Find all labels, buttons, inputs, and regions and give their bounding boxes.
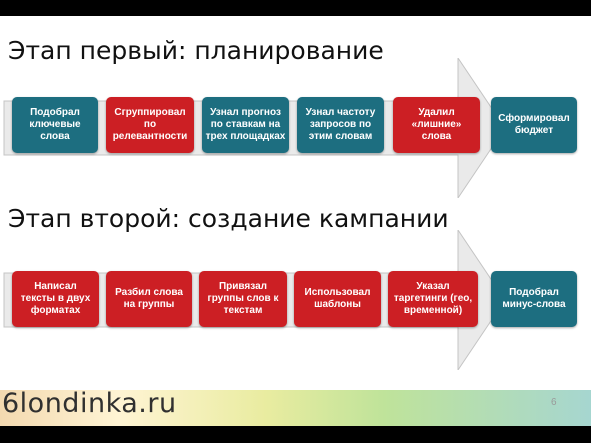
step-label-line: Привязал: [218, 281, 268, 292]
step-label-line: Сгруппировал: [114, 107, 186, 118]
stage1-step-5: Удалил«лишние»слова: [393, 97, 480, 153]
step-label-line: Сформировал: [498, 113, 570, 124]
footer-bar: 6londinka.ru 6: [0, 388, 591, 426]
stage1-title: Этап первый: планирование: [8, 36, 384, 65]
page-number: 6: [551, 397, 557, 408]
step-label-line: Подобрал: [30, 107, 80, 118]
step-label-line: слова: [40, 131, 70, 142]
step-label-line: Указал: [416, 281, 450, 292]
step-label-line: текстам: [223, 305, 263, 316]
step-label: Удалил«лишние»слова: [412, 107, 462, 143]
step-label-line: на группы: [123, 299, 175, 310]
step-label-line: слова: [421, 131, 452, 142]
step-label-line: Использовал: [304, 287, 371, 298]
step-label-line: бюджет: [514, 125, 554, 136]
step-label-line: Разбил слова: [115, 287, 183, 298]
site-logo: 6londinka.ru: [2, 388, 177, 419]
step-label-line: ключевые: [29, 119, 81, 130]
step-label-line: этим словам: [308, 131, 373, 142]
step-label-line: релевантности: [112, 131, 188, 142]
step-label-line: трех площадках: [205, 131, 286, 142]
step-label-line: Написал: [34, 281, 77, 292]
stage2-title: Этап второй: создание кампании: [8, 204, 449, 233]
step-label-line: группы слов к: [207, 293, 279, 304]
step-label-line: таргетинги (гео,: [393, 293, 473, 304]
step-label-line: форматах: [30, 305, 81, 316]
step-label-line: Подобрал: [509, 287, 559, 298]
step-label-line: Узнал прогноз: [210, 107, 281, 118]
step-label-line: Удалил: [418, 107, 455, 118]
step-label-line: временной): [403, 305, 463, 316]
step-label-line: шаблоны: [314, 299, 361, 310]
step-label-line: по ставкам на: [210, 119, 281, 130]
step-label-line: минус-слова: [502, 299, 566, 310]
step-label-line: тексты в двух: [20, 293, 91, 304]
step-label-line: «лишние»: [411, 119, 462, 130]
step-label-line: Узнал частоту: [305, 107, 376, 118]
step-label-line: запросов по: [309, 119, 372, 130]
step-label-line: по: [143, 119, 157, 130]
